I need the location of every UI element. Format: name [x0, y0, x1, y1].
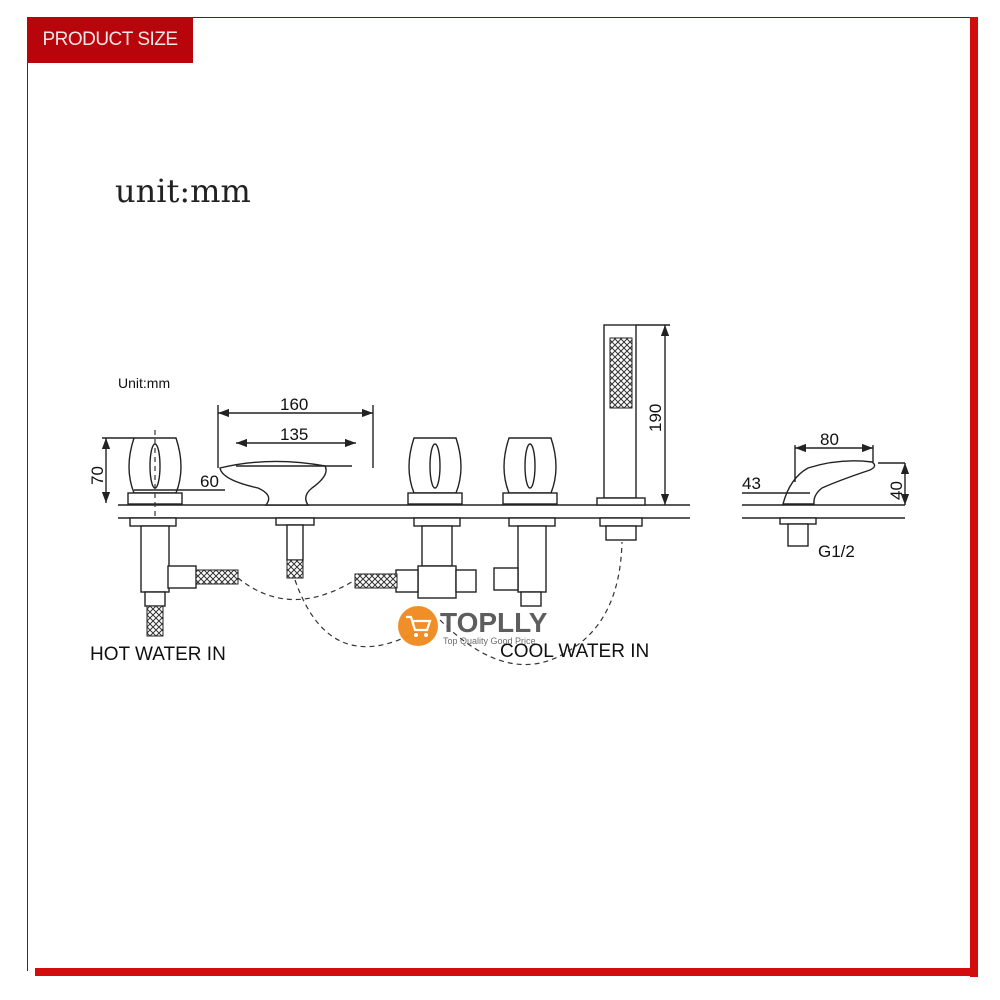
- dim-60: 60: [200, 472, 219, 491]
- watermark-slogan: Top Quality Good Price: [443, 636, 536, 646]
- handle-height-dimension: 70 60: [88, 437, 225, 503]
- diverter-handle: [407, 437, 463, 505]
- side-spout: 80 43 40 G1/2: [742, 430, 910, 561]
- page-frame: [27, 17, 973, 971]
- dim-80: 80: [820, 430, 839, 449]
- deck: [118, 504, 905, 519]
- dim-160: 160: [280, 395, 308, 414]
- watermark-logo: TOPLLY Top Quality Good Price: [398, 606, 548, 646]
- watermark-brand: TOPLLY: [440, 607, 548, 638]
- unit-label: Unit:mm: [118, 375, 170, 391]
- hoses: [237, 541, 623, 666]
- under-deck-fittings: [129, 517, 643, 637]
- dim-70: 70: [88, 466, 107, 485]
- dim-190: 190: [646, 404, 665, 432]
- cold-handle: [502, 437, 558, 505]
- frame-red-right: [970, 17, 978, 977]
- cool-water-label: COOL WATER IN: [500, 641, 649, 662]
- dim-40: 40: [887, 481, 906, 500]
- product-size-tag: PRODUCT SIZE: [27, 17, 193, 63]
- frame-red-bottom: [35, 968, 978, 976]
- thread-label: G1/2: [818, 542, 855, 561]
- dim-135: 135: [280, 425, 308, 444]
- bath-spout: 160 135: [217, 395, 374, 506]
- hot-water-label: HOT WATER IN: [90, 644, 226, 665]
- hand-shower: 190: [596, 324, 670, 506]
- cart-icon: [398, 606, 438, 646]
- unit-title: unit:mm: [115, 172, 251, 210]
- hot-handle: [127, 430, 183, 600]
- dim-43: 43: [742, 474, 761, 493]
